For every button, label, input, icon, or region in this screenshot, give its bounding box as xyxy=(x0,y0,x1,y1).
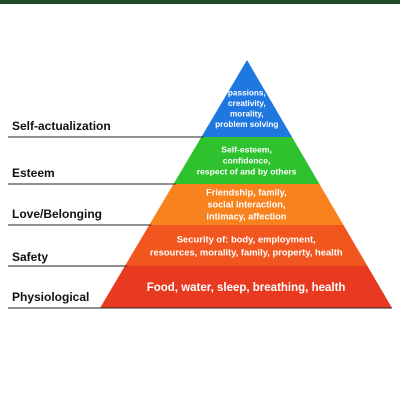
tier-text-line: Self-esteem, xyxy=(221,145,272,155)
tier-self-actualization xyxy=(201,60,293,137)
tier-safety xyxy=(124,225,368,266)
tier-text-line: intimacy, affection xyxy=(206,212,286,222)
tier-esteem xyxy=(173,137,320,184)
tier-text-line: respect of and by others xyxy=(197,167,297,177)
level-label: Esteem xyxy=(12,166,55,180)
top-border-strip xyxy=(0,0,400,4)
tier-text-line: passions, xyxy=(228,89,266,98)
tier-text-line: morality, xyxy=(230,110,264,119)
level-label: Physiological xyxy=(12,290,89,304)
tier-text-line: problem solving xyxy=(215,120,278,129)
tier-text-line: creativity, xyxy=(228,99,266,108)
tier-text-line: social interaction, xyxy=(207,200,285,210)
tier-physiological xyxy=(100,266,392,308)
tier-love-belonging xyxy=(149,184,344,225)
tier-text-line: confidence, xyxy=(223,156,271,166)
level-label: Love/Belonging xyxy=(12,207,102,221)
tier-text-line: Security of: body, employment, xyxy=(177,233,316,244)
tier-text-line: resources, morality, family, property, h… xyxy=(150,246,343,257)
level-label: Safety xyxy=(12,250,48,264)
tier-text-line: Food, water, sleep, breathing, health xyxy=(147,282,346,294)
level-label: Self-actualization xyxy=(12,119,111,133)
tier-text-line: Friendship, family, xyxy=(206,188,287,198)
